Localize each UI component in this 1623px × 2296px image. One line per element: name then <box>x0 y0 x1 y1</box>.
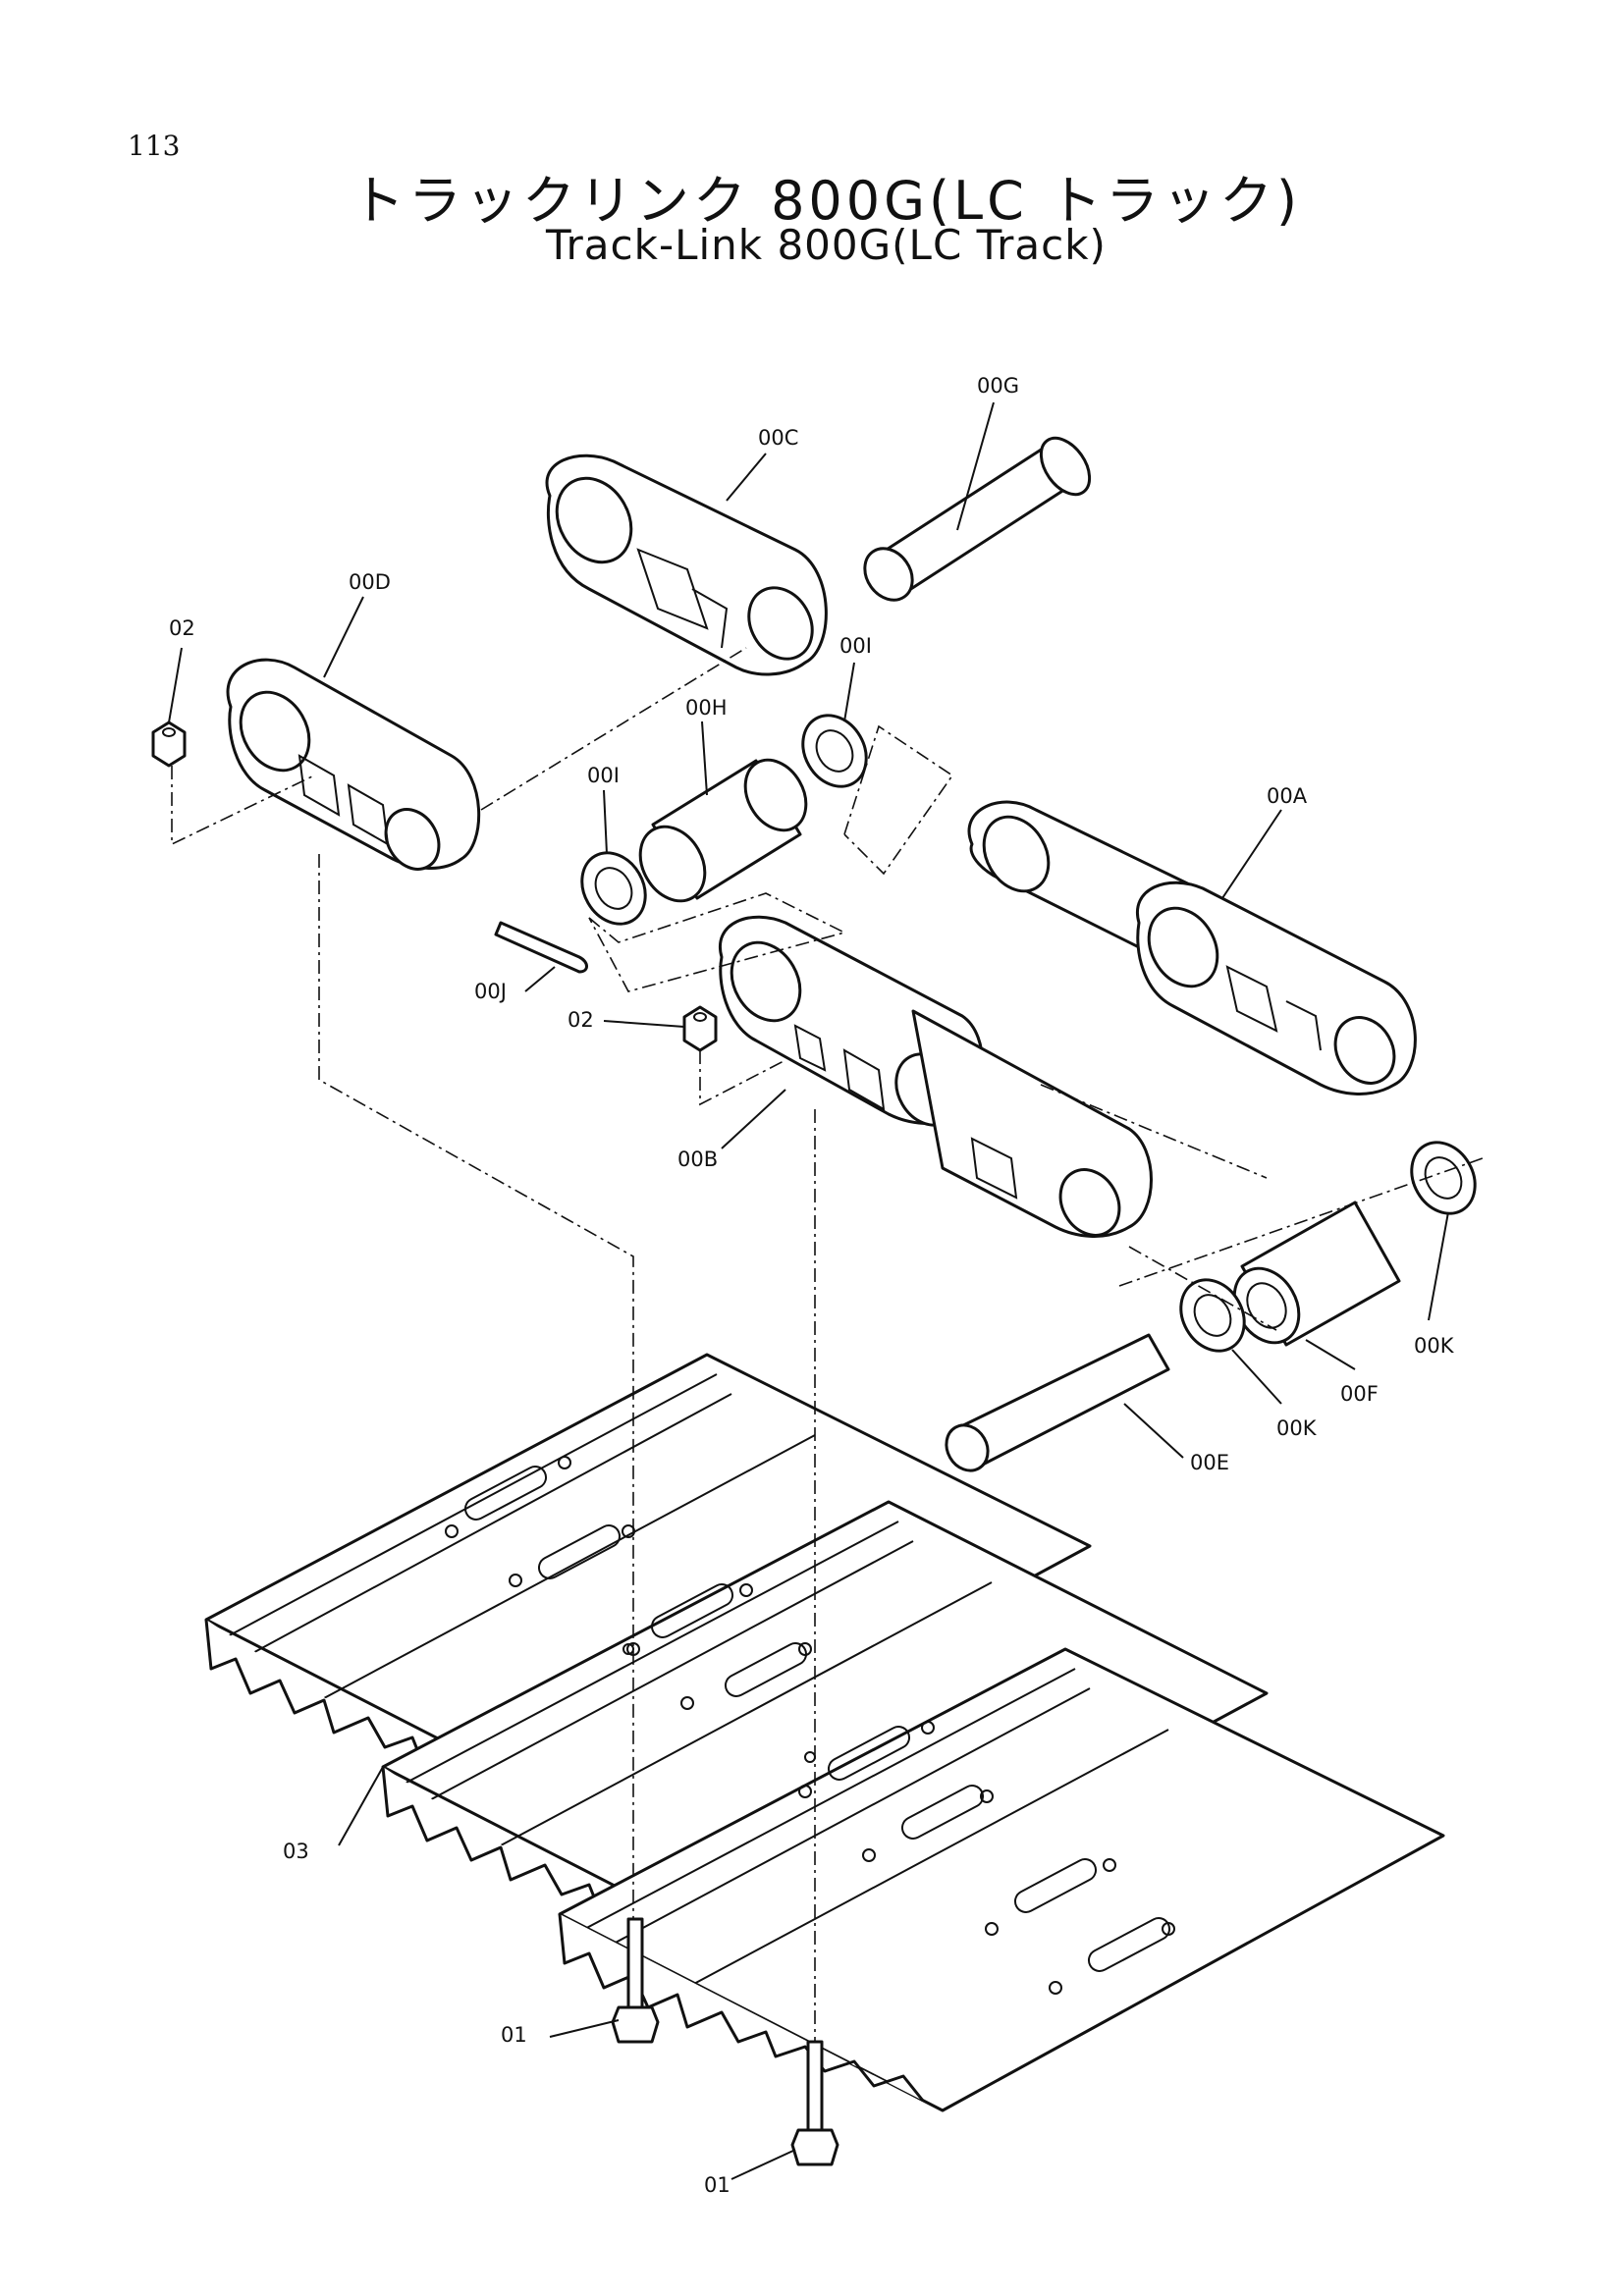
title-english: Track-Link 800G(LC Track) <box>546 221 1107 269</box>
seal-00i-left <box>580 851 647 926</box>
label-00h: 00H <box>685 696 728 720</box>
label-02-top: 02 <box>169 616 195 640</box>
track-link-00d <box>226 658 481 871</box>
track-link-00c <box>545 454 828 676</box>
pin-00j <box>494 921 588 974</box>
track-shoe-plates <box>204 1353 1445 2112</box>
page-number: 113 <box>128 130 181 162</box>
seal-00k-right <box>1410 1141 1477 1215</box>
assembly-lines <box>171 647 1484 2042</box>
label-00e: 00E <box>1190 1451 1229 1474</box>
label-01-right: 01 <box>704 2173 730 2197</box>
label-00f: 00F <box>1340 1382 1379 1406</box>
label-00i-right: 00I <box>839 634 872 658</box>
track-link-00a <box>967 800 1417 1095</box>
label-00c: 00C <box>758 426 798 450</box>
nut-02-mid <box>682 1005 718 1052</box>
pin-00e <box>945 1333 1170 1472</box>
pin-00g <box>863 436 1092 602</box>
label-02-mid: 02 <box>568 1008 594 1032</box>
seal-00i-right <box>801 714 868 788</box>
title-japanese: トラックリンク 800G(LC トラック) <box>351 170 1302 232</box>
nut-02-top <box>151 721 187 768</box>
label-00b: 00B <box>677 1148 718 1171</box>
label-00j: 00J <box>474 980 507 1003</box>
label-00d: 00D <box>349 570 391 594</box>
label-00g: 00G <box>977 374 1019 398</box>
label-00a: 00A <box>1267 784 1308 808</box>
label-00k-mid: 00K <box>1276 1416 1318 1440</box>
label-01-left: 01 <box>501 2023 527 2047</box>
bolt-01-left <box>611 1917 660 2044</box>
bushing-00f <box>1232 1201 1401 1347</box>
track-link-00b <box>718 915 1153 1238</box>
bushing-00h <box>638 758 808 903</box>
label-00k-right: 00K <box>1414 1334 1455 1358</box>
bolt-01-right <box>790 2040 839 2166</box>
leader-lines <box>168 401 1449 2180</box>
label-00i-left: 00I <box>587 764 620 787</box>
label-03: 03 <box>283 1840 309 1863</box>
